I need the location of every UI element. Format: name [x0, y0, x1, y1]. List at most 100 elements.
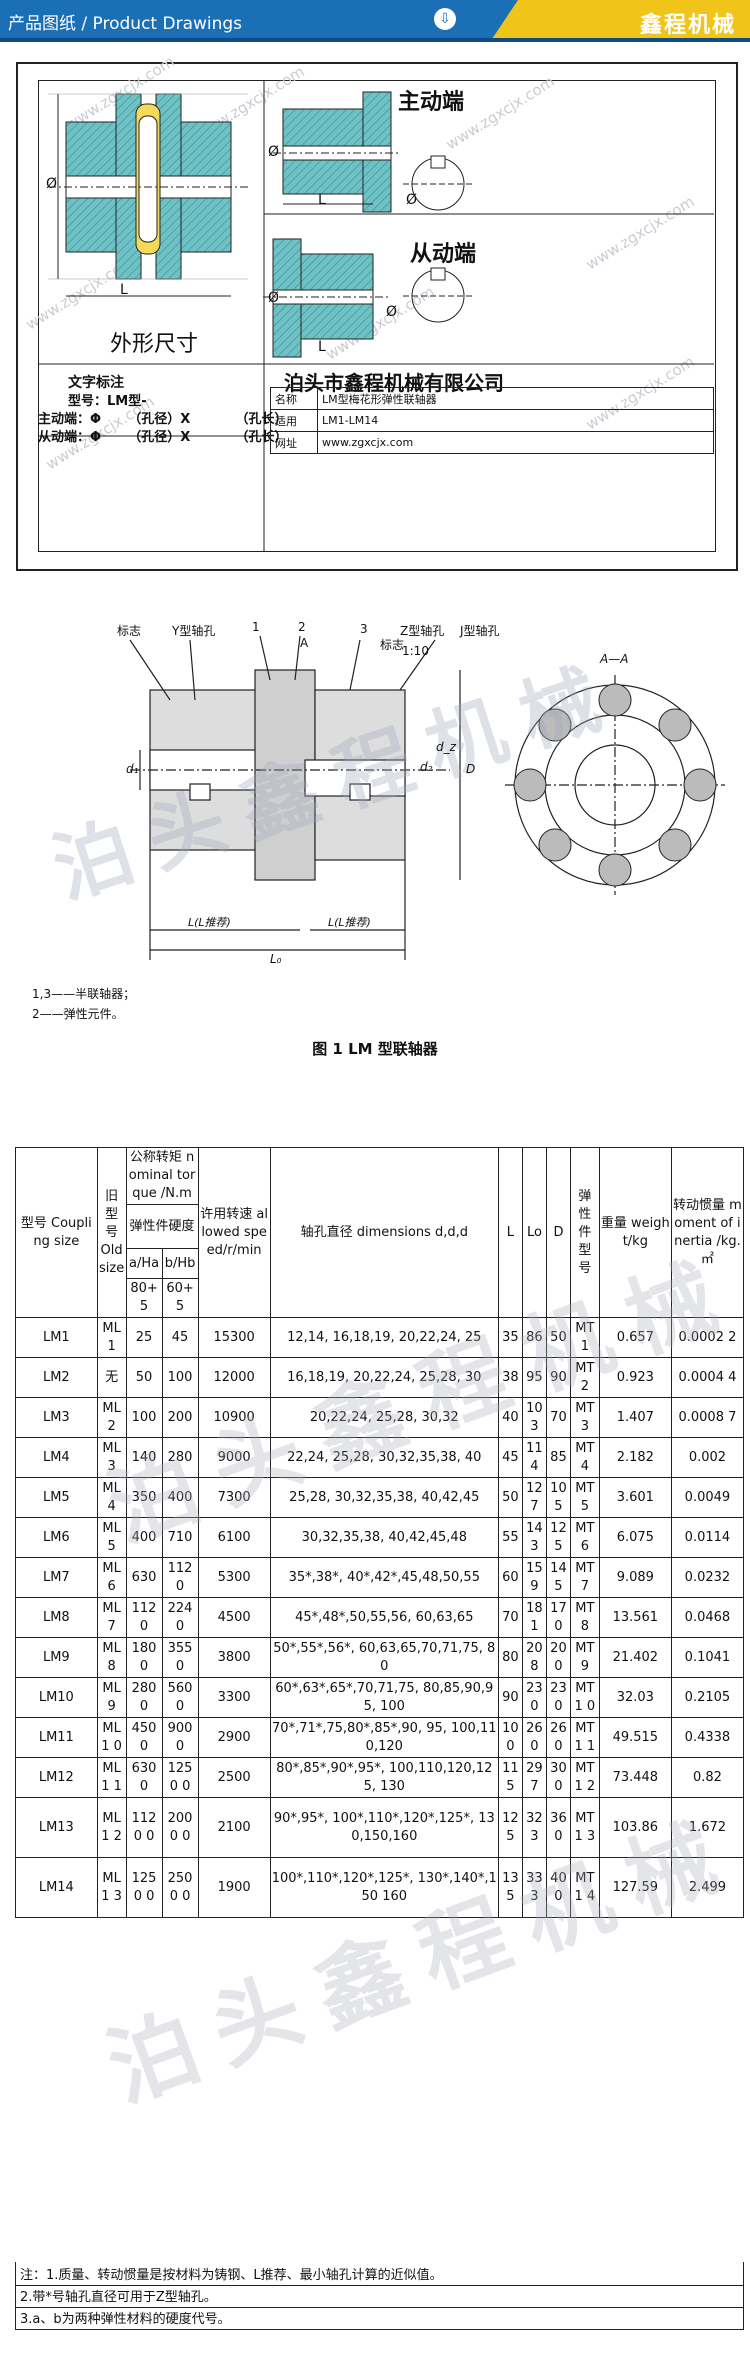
cell-weight: 0.657	[598, 1317, 672, 1358]
drive-end-line: 主动端：Φ （孔径）X （孔长）	[38, 412, 288, 427]
cell-speed: 1900	[197, 1857, 271, 1918]
cell-bore: 60*,63*,65*,70,71,75, 80,85,90,95, 100	[269, 1677, 499, 1718]
cell-speed: 6100	[197, 1517, 271, 1558]
cell-torque-b: 710	[161, 1517, 199, 1558]
cell-torque-b: 2000 0	[161, 1797, 199, 1858]
header-ha: a/Ha	[125, 1248, 163, 1279]
cell-Lo: 20 8	[521, 1637, 547, 1678]
brand-banner	[490, 0, 750, 42]
cell-inertia: 0.0002 2	[670, 1317, 745, 1358]
download-arrow-icon[interactable]: ⇩	[434, 8, 456, 30]
cell-weight: 73.448	[598, 1757, 672, 1798]
callout-mark: 标志	[117, 624, 142, 638]
header-speed: 许用转速 allowed speed/r/min	[197, 1147, 271, 1318]
drawing-note: 1,3——半联轴器；	[32, 987, 136, 1001]
cell-Lo: 29 7	[521, 1757, 547, 1798]
cell-D: 12 5	[545, 1517, 571, 1558]
cell-inertia: 0.0008 7	[670, 1397, 745, 1438]
callout-part-1: 1	[252, 620, 260, 634]
cell-old-model: ML4	[96, 1477, 127, 1518]
cell-weight: 1.407	[598, 1397, 672, 1438]
cell-L: 11 5	[497, 1757, 523, 1798]
cell-old-model: ML7	[96, 1597, 127, 1638]
technical-drawing: 泊头鑫程机械 标志 Y型轴孔 1 2 A 3 标志 Z型轴孔 J型轴孔 1:10…	[0, 600, 750, 1090]
callout-mark: 标志	[380, 638, 405, 652]
cell-inertia: 1.672	[670, 1797, 745, 1858]
cell-element: MT1 0	[569, 1677, 600, 1718]
cell-L: 50	[497, 1477, 523, 1518]
cell-weight: 103.86	[598, 1797, 672, 1858]
figure-caption: 图 1 LM 型联轴器	[312, 1040, 438, 1058]
cell-Lo: 10 3	[521, 1397, 547, 1438]
drawing-note: 2——弹性元件。	[32, 1007, 124, 1021]
cell-L: 55	[497, 1517, 523, 1558]
cell-torque-b: 280	[161, 1437, 199, 1478]
title-block-key: 网址	[270, 431, 318, 454]
cell-Lo: 95	[521, 1357, 547, 1398]
callout-y-hole: Y型轴孔	[172, 624, 216, 638]
cell-inertia: 0.0114	[670, 1517, 745, 1558]
cell-model: LM1	[15, 1317, 98, 1358]
header-bore: 轴孔直径 dimensions d,d,d	[269, 1147, 499, 1318]
cell-torque-a: 1120 0	[125, 1797, 163, 1858]
product-drawing-sheet: www.zgxcjx.com www.zgxcjx.com www.zgxcjx…	[16, 52, 738, 571]
cell-torque-a: 4500	[125, 1717, 163, 1758]
header-model: 型号 Coupling size	[15, 1147, 98, 1318]
header-hb-range: 60+5	[161, 1278, 199, 1318]
cell-Lo: 15 9	[521, 1557, 547, 1598]
cell-D: 26 0	[545, 1717, 571, 1758]
cell-torque-a: 6300	[125, 1757, 163, 1798]
cell-torque-b: 45	[161, 1317, 199, 1358]
cell-torque-a: 2800	[125, 1677, 163, 1718]
cell-D: 50	[545, 1317, 571, 1358]
cell-Lo: 12 7	[521, 1477, 547, 1518]
header-element-model: 弹性件型号	[569, 1147, 600, 1318]
cell-inertia: 0.0004 4	[670, 1357, 745, 1398]
cell-L: 70	[497, 1597, 523, 1638]
cell-model: LM8	[15, 1597, 98, 1638]
cell-speed: 2500	[197, 1757, 271, 1798]
cell-model: LM5	[15, 1477, 98, 1518]
header-torque: 公称转矩 nominal torque /N.m	[125, 1147, 199, 1205]
cell-inertia: 0.1041	[670, 1637, 745, 1678]
header-stripe	[0, 38, 750, 42]
cell-bore: 30,32,35,38, 40,42,45,48	[269, 1517, 499, 1558]
cell-D: 20 0	[545, 1637, 571, 1678]
cell-element: MT7	[569, 1557, 600, 1598]
cell-inertia: 0.2105	[670, 1677, 745, 1718]
drawing-frame	[38, 80, 716, 552]
cell-D: 10 5	[545, 1477, 571, 1518]
cell-L: 90	[497, 1677, 523, 1718]
cell-inertia: 0.002	[670, 1437, 745, 1478]
cell-model: LM12	[15, 1757, 98, 1798]
cell-torque-a: 25	[125, 1317, 163, 1358]
dim-L-right: L(L推荐)	[328, 916, 371, 929]
cell-old-model: ML1 1	[96, 1757, 127, 1798]
outline-dimensions-label: 外形尺寸	[110, 332, 199, 357]
dimension-length: L	[318, 192, 326, 208]
cell-L: 40	[497, 1397, 523, 1438]
cell-torque-b: 2500 0	[161, 1857, 199, 1918]
cell-model: LM14	[15, 1857, 98, 1918]
cell-bore: 12,14, 16,18,19, 20,22,24, 25	[269, 1317, 499, 1358]
cell-torque-a: 140	[125, 1437, 163, 1478]
cell-model: LM6	[15, 1517, 98, 1558]
model-line: 型号：LM型-	[68, 394, 147, 409]
header-Lo: Lo	[521, 1147, 547, 1318]
cell-inertia: 0.4338	[670, 1717, 745, 1758]
header-title: 产品图纸 / Product Drawings	[8, 14, 243, 34]
title-block-key: 适用	[270, 409, 318, 432]
section-aa-label: A—A	[600, 652, 629, 666]
cell-old-model: ML1 2	[96, 1797, 127, 1858]
cell-element: MT5	[569, 1477, 600, 1518]
cell-torque-a: 1120	[125, 1597, 163, 1638]
cell-element: MT8	[569, 1597, 600, 1638]
drive-end-label: 主动端	[398, 90, 465, 115]
callout-part-3: 3	[360, 622, 368, 636]
dim-L0: L₀	[270, 952, 282, 966]
table-note: 注：1.质量、转动惯量是按材料为铸钢、L推荐、最小轴孔计算的近似值。	[15, 2262, 744, 2286]
cell-L: 12 5	[497, 1797, 523, 1858]
